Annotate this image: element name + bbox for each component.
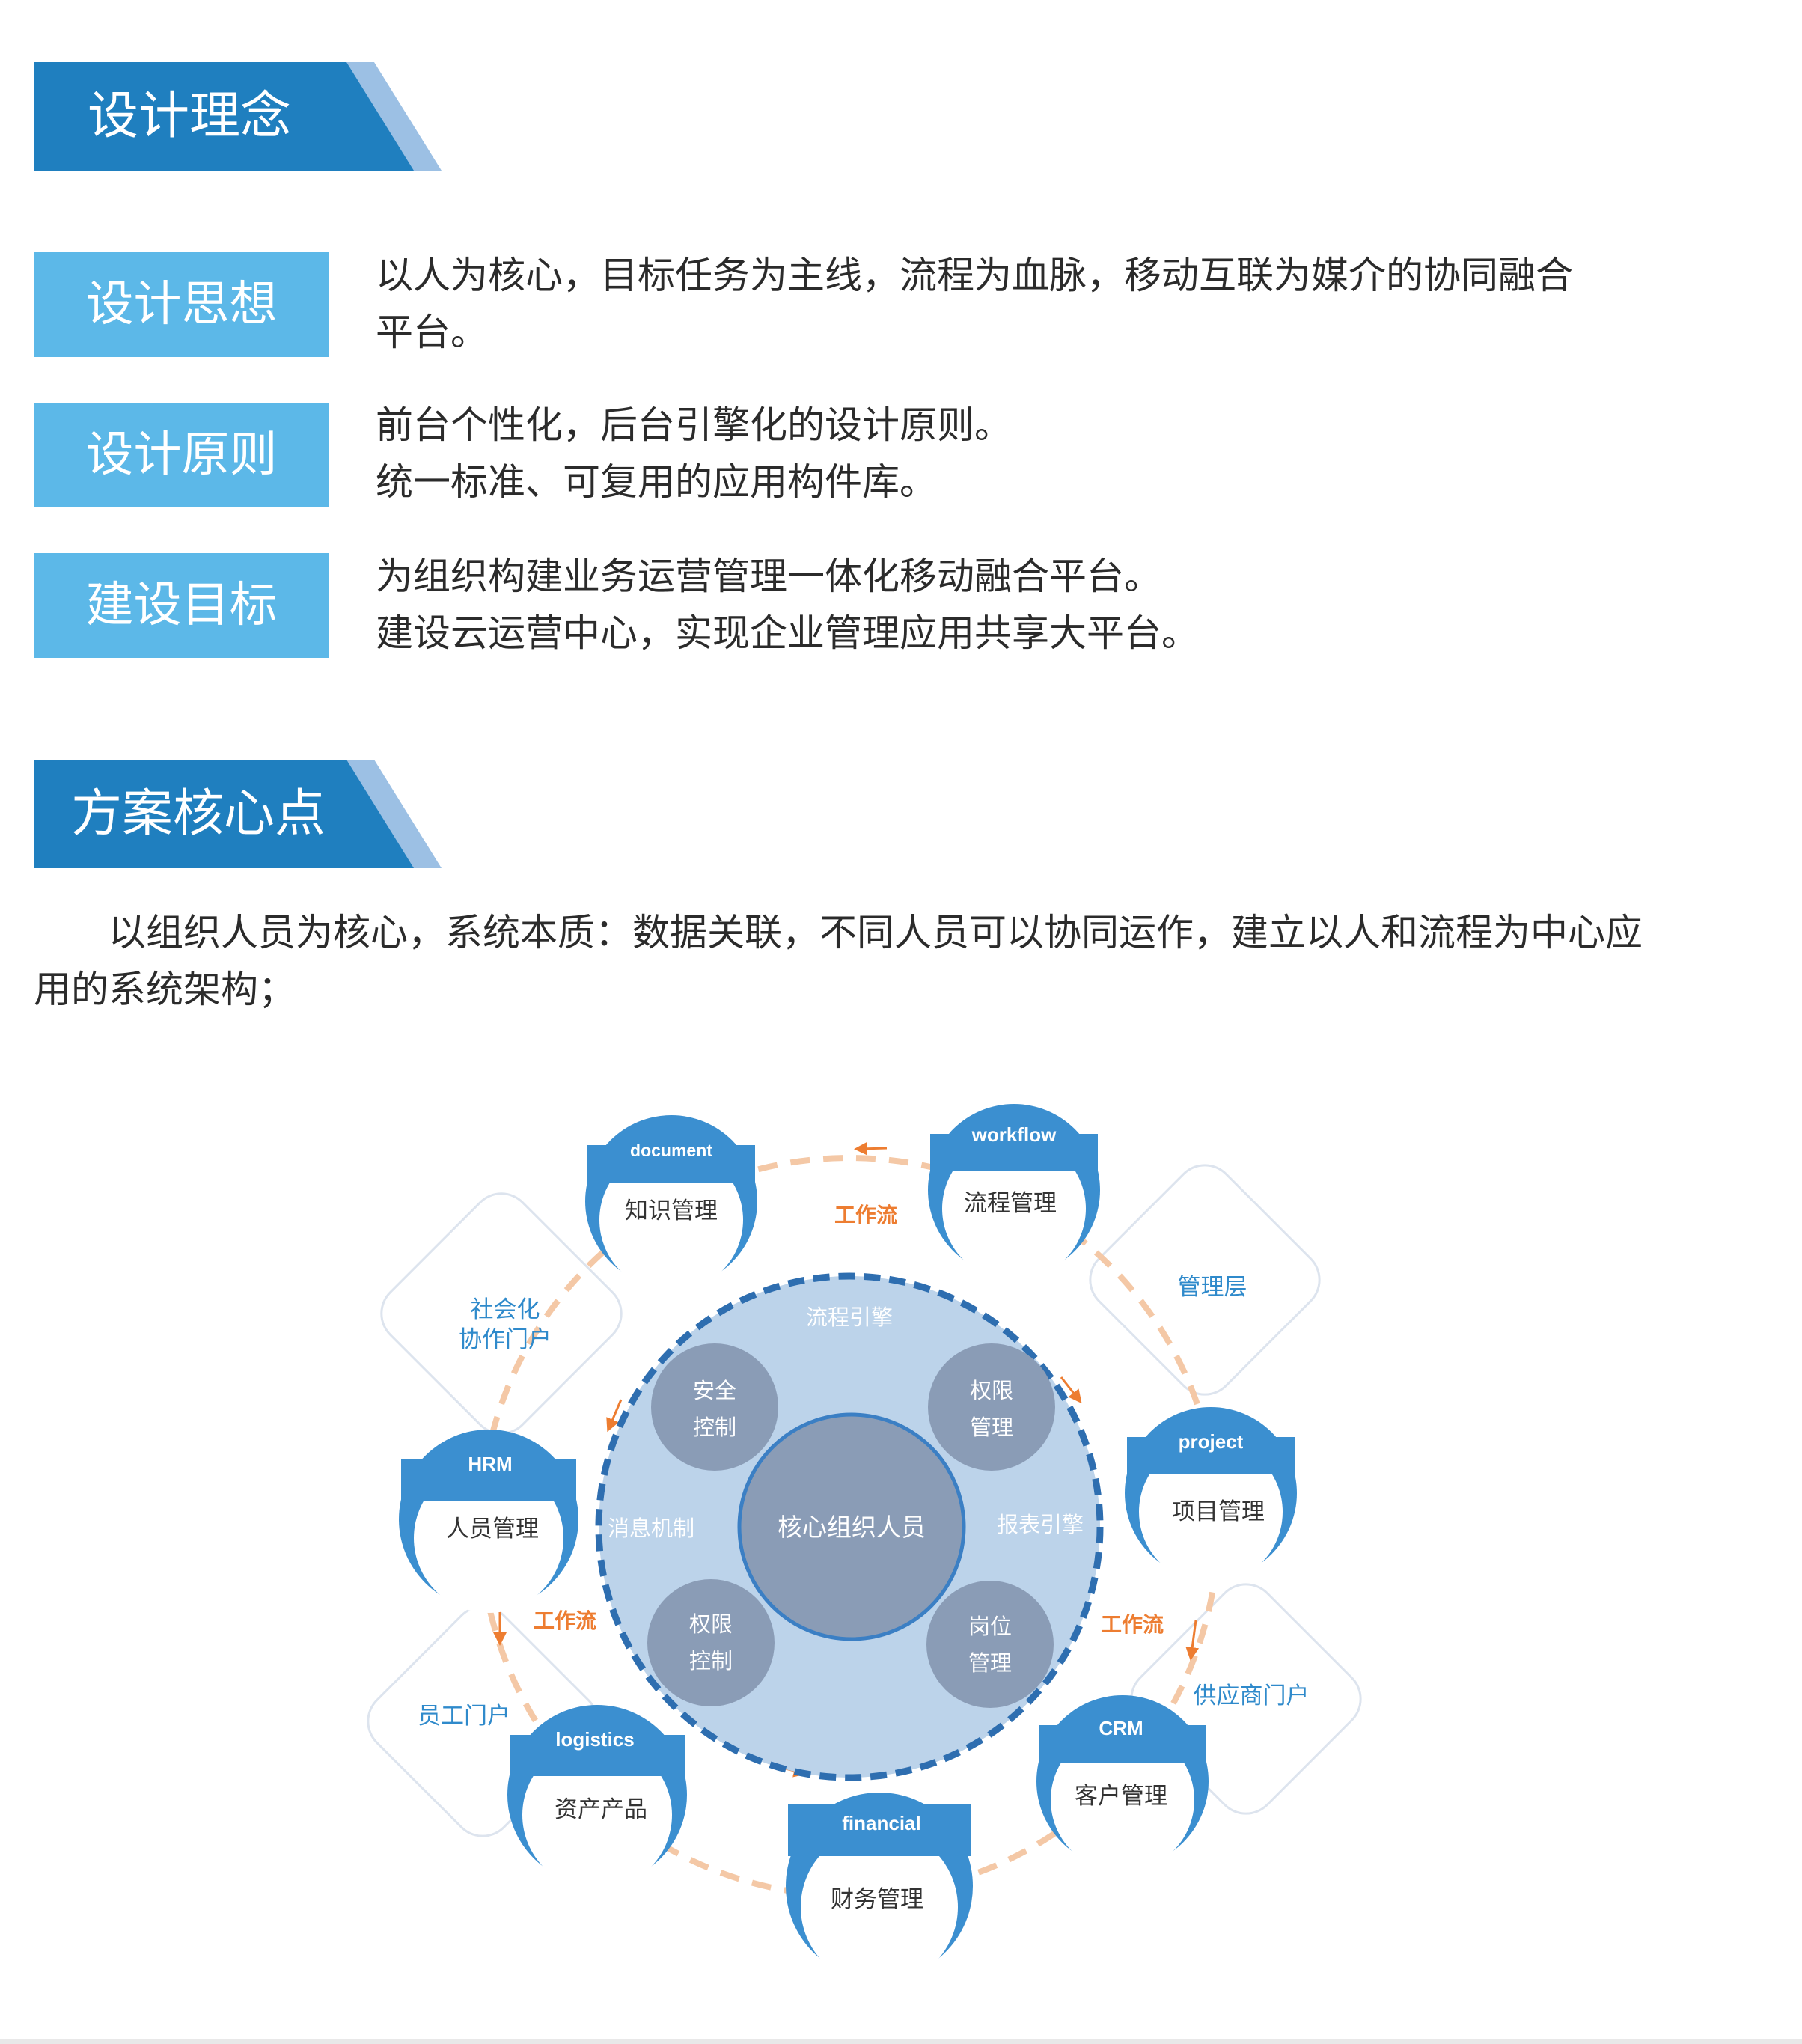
inner-node-text: 管理 (970, 1415, 1013, 1440)
module-en-label: project (1179, 1430, 1244, 1453)
module-cn-label: 客户管理 (1075, 1783, 1167, 1809)
portal-text: 供应商门户 (1194, 1683, 1310, 1709)
inner-node-permission-ctrl (647, 1579, 775, 1706)
central-ring-border (595, 1272, 1104, 1781)
module-financial: financial 财务管理 (786, 1793, 973, 1986)
intro-paragraph: 以组织人员为核心，系统本质：数据关联，不同人员可以协同运作，建立以人和流程为中心… (34, 904, 1755, 1018)
workflow-label: 工作流 (534, 1609, 596, 1632)
module-cn-label: 财务管理 (831, 1886, 923, 1912)
module-crm: CRM 客户管理 (1036, 1695, 1209, 1872)
core-node-text: 核心组织人员 (778, 1513, 926, 1541)
module-hrm: HRM 人员管理 (399, 1430, 578, 1613)
inner-node-text: 安全 (693, 1379, 736, 1403)
inner-node-text: 权限 (970, 1379, 1013, 1403)
inner-node-text: 权限 (689, 1612, 733, 1637)
desc-build-goal: 为组织构建业务运营管理一体化移动融合平台。 建设云运营中心，实现企业管理应用共享… (376, 548, 1199, 662)
module-cn-label: 知识管理 (625, 1198, 718, 1224)
workflow-label: 工作流 (834, 1203, 897, 1227)
label-design-idea: 设计思想 (34, 252, 329, 357)
ring-label-left: 消息机制 (608, 1516, 694, 1541)
workflow-label: 工作流 (1101, 1613, 1164, 1636)
label-build-goal: 建设目标 (34, 553, 329, 658)
module-cn-label: 人员管理 (446, 1516, 539, 1542)
module-en-label: workflow (971, 1123, 1057, 1146)
footer-divider (0, 2039, 1802, 2044)
desc-line: 建设云运营中心，实现企业管理应用共享大平台。 (376, 611, 1199, 655)
module-en-label: financial (842, 1812, 920, 1834)
inner-node-text: 岗位 (968, 1614, 1012, 1639)
inner-nodes (647, 1343, 1055, 1708)
intro-line: 用的系统架构； (34, 968, 296, 1011)
ring-label-right: 报表引擎 (997, 1513, 1084, 1537)
module-project: project 项目管理 (1125, 1407, 1297, 1584)
arrow-icon (1060, 1376, 1082, 1404)
core-node (737, 1412, 966, 1641)
inner-node-permission-mgmt (928, 1343, 1055, 1471)
label-design-principle: 设计原则 (34, 403, 329, 507)
module-en-label: document (630, 1141, 712, 1160)
desc-line: 前台个性化，后台引擎化的设计原则。 (376, 403, 1012, 447)
section-title: 方案核心点 (71, 784, 326, 843)
portal-tile-social (380, 1192, 623, 1435)
module-cn-label: 资产产品 (555, 1796, 647, 1822)
portal-text: 社会化 (471, 1296, 540, 1323)
arrow-icon (1185, 1620, 1200, 1661)
desc-design-principle: 前台个性化，后台引擎化的设计原则。 统一标准、可复用的应用构件库。 (376, 397, 1012, 510)
module-document: document 知识管理 (585, 1115, 757, 1292)
module-cn-label: 流程管理 (964, 1190, 1057, 1216)
desc-line: 统一标准、可复用的应用构件库。 (376, 460, 937, 504)
module-en-label: logistics (555, 1728, 634, 1751)
inner-node-text: 控制 (693, 1415, 736, 1440)
module-cn-label: 项目管理 (1172, 1498, 1265, 1525)
portal-text: 协作门户 (459, 1326, 552, 1352)
banner-shape (34, 62, 442, 171)
arrow-icon (854, 1141, 888, 1156)
portal-tile-management (1089, 1164, 1321, 1396)
desc-line: 以人为核心，目标任务为主线，流程为血脉，移动互联为媒介的协同融合 (376, 254, 1573, 297)
section-title: 设计理念 (88, 87, 292, 146)
desc-design-idea: 以人为核心，目标任务为主线，流程为血脉，移动互联为媒介的协同融合 平台。 (376, 247, 1573, 361)
banner-shape (34, 760, 442, 868)
module-logistics: logistics 资产产品 (507, 1705, 687, 1890)
module-workflow: workflow 流程管理 (928, 1104, 1100, 1281)
intro-line: 以组织人员为核心，系统本质：数据关联，不同人员可以协同运作，建立以人和流程为中心… (34, 911, 1643, 954)
ring-label-top: 流程引擎 (806, 1305, 893, 1330)
module-en-label: CRM (1099, 1717, 1143, 1739)
desc-line: 为组织构建业务运营管理一体化移动融合平台。 (376, 555, 1161, 598)
inner-node-text: 管理 (968, 1651, 1012, 1676)
portal-text: 员工门户 (418, 1703, 510, 1729)
desc-line: 平台。 (376, 311, 488, 354)
inner-node-text: 控制 (689, 1649, 733, 1674)
module-en-label: HRM (468, 1453, 512, 1475)
inner-node-post-mgmt (926, 1581, 1054, 1708)
portal-text: 管理层 (1178, 1274, 1247, 1300)
arrow-icon (606, 1399, 623, 1433)
inner-node-security (651, 1343, 778, 1471)
